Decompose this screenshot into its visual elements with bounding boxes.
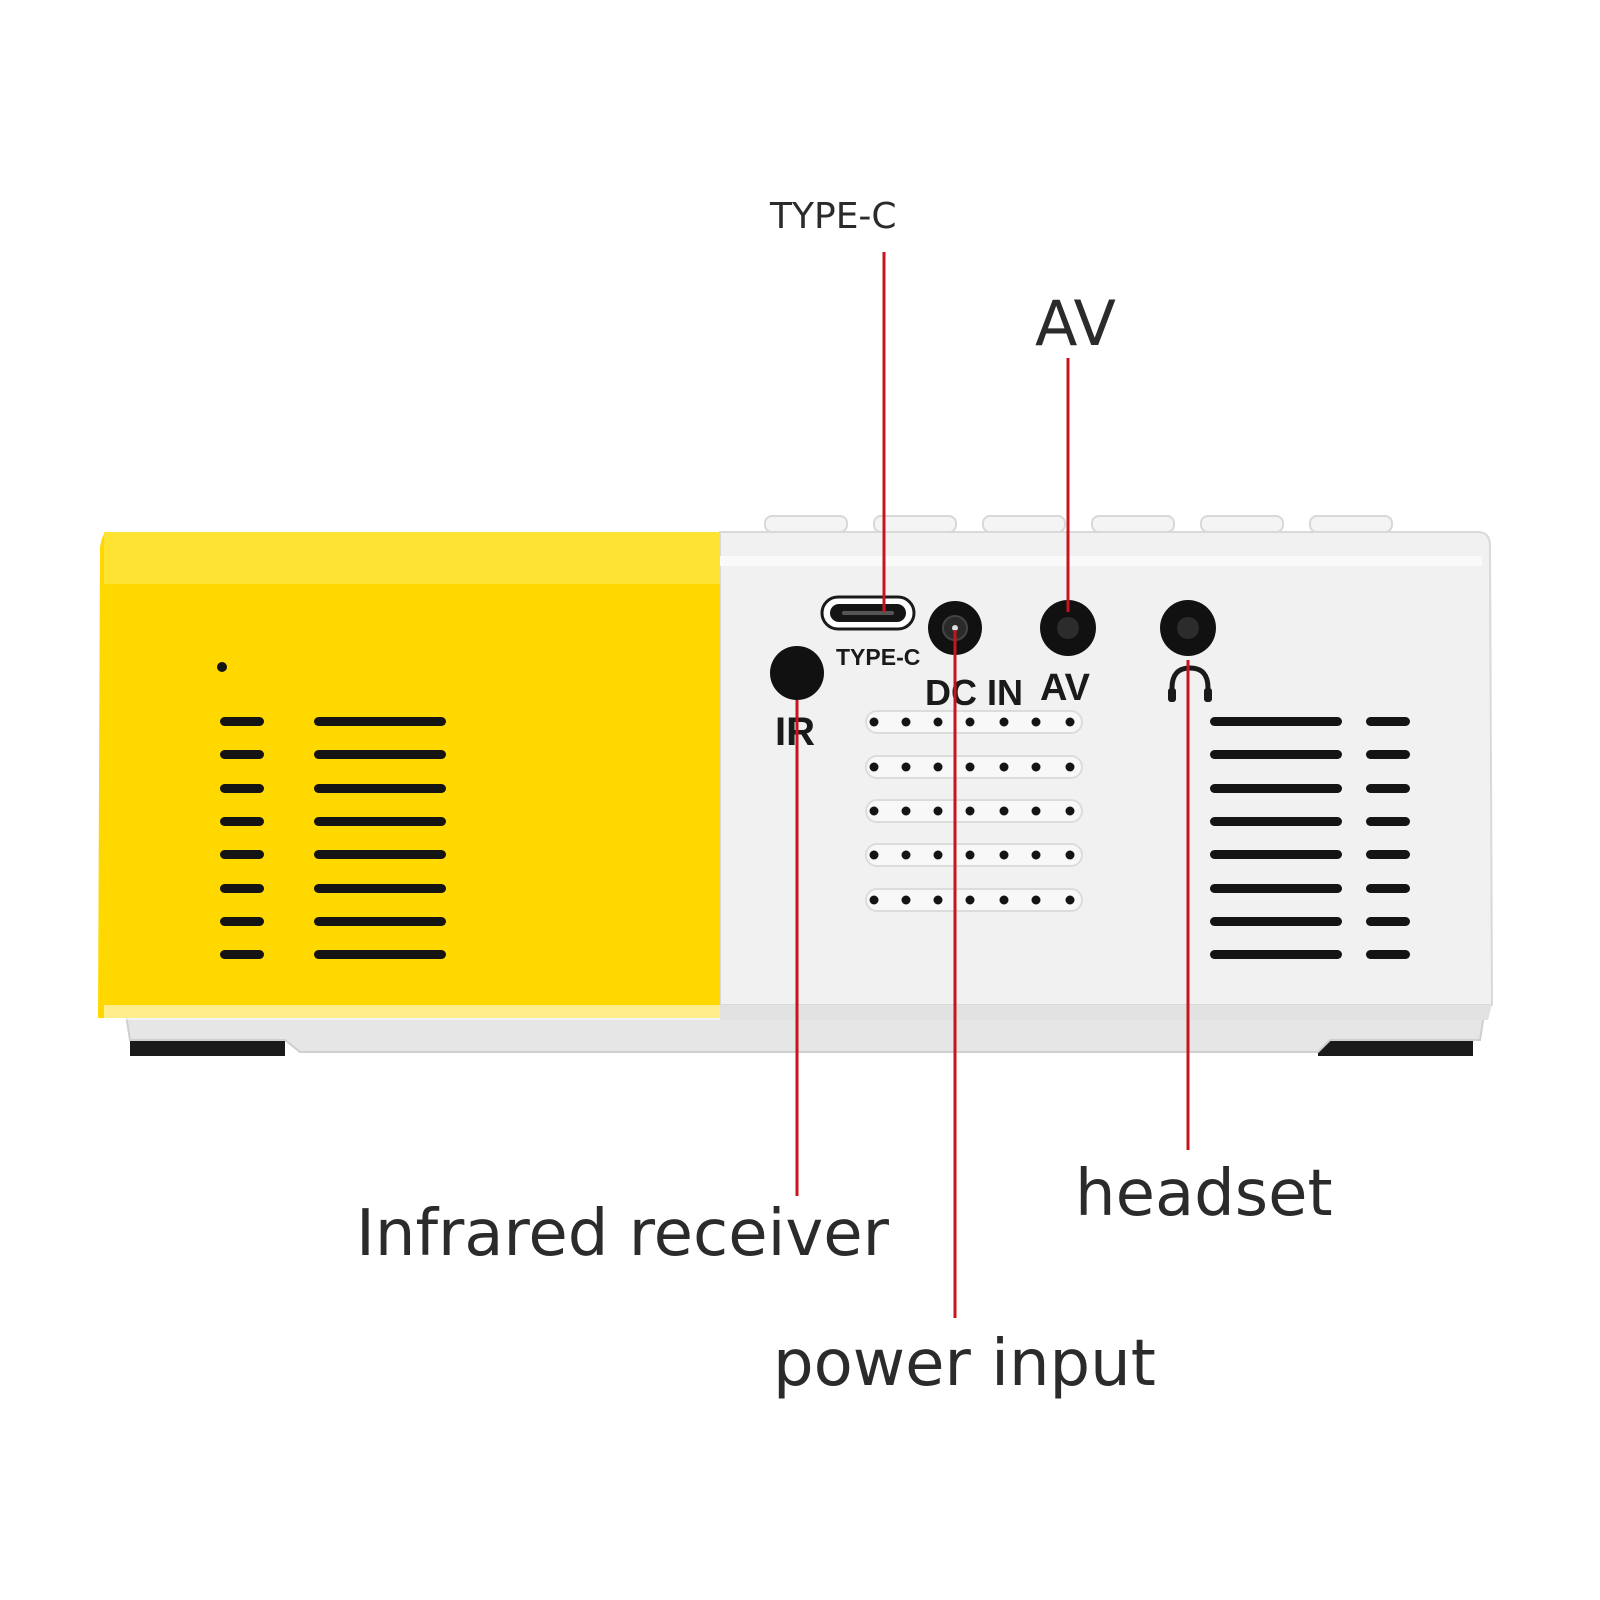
ir-receiver-window xyxy=(770,646,824,700)
callout-lines xyxy=(795,252,1190,1318)
vent-slot xyxy=(220,717,264,726)
dc-in-port xyxy=(928,601,982,655)
vent-slot xyxy=(220,817,264,826)
vent-slot xyxy=(1366,817,1410,826)
speaker-hole xyxy=(1031,762,1041,772)
speaker-hole xyxy=(869,717,879,727)
vent-slot xyxy=(1210,717,1342,726)
speaker-hole xyxy=(869,806,879,816)
speaker-hole xyxy=(933,895,943,905)
callout-power-input: power input xyxy=(773,1327,1156,1401)
speaker-hole xyxy=(933,806,943,816)
usb-c-port-icon xyxy=(820,595,916,631)
vent-slot xyxy=(1366,884,1410,893)
vent-slot xyxy=(220,884,264,893)
vent-slot xyxy=(1366,950,1410,959)
vent-slot xyxy=(314,917,446,926)
vent-slot xyxy=(1366,784,1410,793)
device-label-av: AV xyxy=(1040,667,1091,709)
speaker-hole xyxy=(965,806,975,816)
callout-av: AV xyxy=(1035,287,1116,360)
speaker-hole xyxy=(933,850,943,860)
speaker-hole xyxy=(999,895,1009,905)
speaker-hole xyxy=(965,717,975,727)
speaker-hole xyxy=(901,762,911,772)
speaker-hole xyxy=(901,895,911,905)
vent-slot xyxy=(220,850,264,859)
speaker-hole xyxy=(1065,717,1075,727)
vent-slot xyxy=(314,950,446,959)
speaker-hole xyxy=(901,806,911,816)
speaker-hole xyxy=(965,850,975,860)
right-vent-long xyxy=(1210,717,1342,959)
vent-slot xyxy=(1366,850,1410,859)
vent-slot xyxy=(314,884,446,893)
headphone-icon xyxy=(1168,665,1212,702)
speaker-hole xyxy=(901,850,911,860)
left-vent-short xyxy=(220,717,264,959)
vent-slot xyxy=(1210,850,1342,859)
speaker-hole xyxy=(965,762,975,772)
vent-slot xyxy=(1210,884,1342,893)
speaker-hole xyxy=(1031,806,1041,816)
vent-slot xyxy=(1210,917,1342,926)
vent-slot xyxy=(220,784,264,793)
vent-slot xyxy=(1210,784,1342,793)
speaker-hole xyxy=(1031,717,1041,727)
vent-slot xyxy=(1210,750,1342,759)
callout-infrared-receiver: Infrared receiver xyxy=(356,1197,890,1271)
callout-type-c: TYPE-C xyxy=(769,196,897,237)
vent-slot xyxy=(220,917,264,926)
speaker-hole xyxy=(1065,806,1075,816)
speaker-hole xyxy=(999,717,1009,727)
speaker-hole xyxy=(999,762,1009,772)
speaker-hole xyxy=(965,895,975,905)
callout-headset: headset xyxy=(1075,1157,1333,1231)
headset-port xyxy=(1160,600,1216,656)
speaker-hole xyxy=(901,717,911,727)
av-port xyxy=(1040,600,1096,656)
vent-slot xyxy=(314,784,446,793)
speaker-hole xyxy=(933,762,943,772)
speaker-hole xyxy=(1065,895,1075,905)
left-vent-long xyxy=(314,717,446,959)
speaker-hole xyxy=(1031,895,1041,905)
vent-slot xyxy=(314,850,446,859)
right-vent-short xyxy=(1366,717,1410,959)
device-label-ir: IR xyxy=(775,710,815,754)
speaker-hole xyxy=(999,850,1009,860)
device-label-type-c: TYPE-C xyxy=(836,644,920,670)
vent-slot xyxy=(1366,717,1410,726)
vent-slot xyxy=(1210,817,1342,826)
speaker-hole xyxy=(869,850,879,860)
vent-slot xyxy=(1366,750,1410,759)
vent-slot xyxy=(220,750,264,759)
speaker-hole xyxy=(869,762,879,772)
vent-slot xyxy=(314,717,446,726)
speaker-hole xyxy=(869,895,879,905)
speaker-hole xyxy=(1065,762,1075,772)
device-label-dc-in: DC IN xyxy=(925,672,1023,713)
status-led xyxy=(217,662,227,672)
vent-slot xyxy=(220,950,264,959)
speaker-hole xyxy=(933,717,943,727)
speaker-grill xyxy=(865,710,1083,912)
vent-slot xyxy=(314,750,446,759)
projector-body-yellow xyxy=(98,532,720,1018)
vent-slot xyxy=(1210,950,1342,959)
top-buttons xyxy=(764,515,1393,533)
speaker-hole xyxy=(1031,850,1041,860)
vent-slot xyxy=(314,817,446,826)
speaker-hole xyxy=(999,806,1009,816)
vent-slot xyxy=(1366,917,1410,926)
speaker-hole xyxy=(1065,850,1075,860)
projector-feet xyxy=(130,1040,1473,1056)
